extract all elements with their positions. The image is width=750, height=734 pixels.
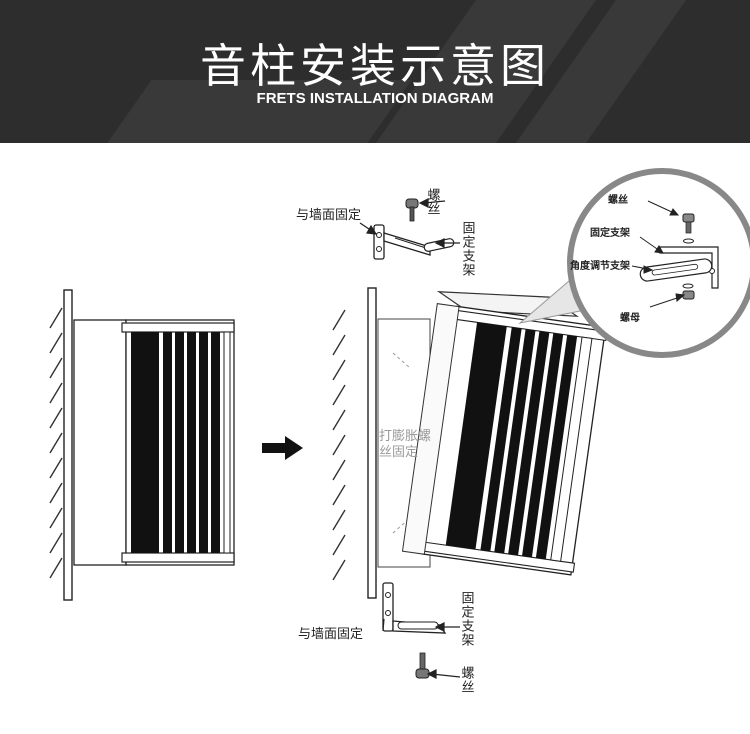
top-label-pointers [359,198,460,248]
right-wall [332,287,377,599]
expansion-screw-label: 打膨胀螺 [379,429,431,444]
bottom-wall-fix-label: 与墙面固定 [298,627,363,642]
expansion-screw-label-2: 丝固定 [379,445,418,460]
header-banner: 音柱安装示意图 FRETS INSTALLATION DIAGRAM [0,0,750,143]
top-screw-label: 螺丝 [425,188,441,216]
page-title: 音柱安装示意图 [200,39,550,93]
inset-angle-bracket-label: 角度调节支架 [570,259,630,272]
installation-diagram: 螺丝 与墙面固定 固定支架 螺丝 固定支架 角度调节支架 螺母 打膨胀螺 丝固定… [0,143,750,730]
diagram-labels: 螺丝 与墙面固定 固定支架 螺丝 固定支架 角度调节支架 螺母 打膨胀螺 丝固定… [296,188,640,694]
left-speaker [73,319,235,566]
bottom-bracket-label: 固定支架 [459,591,475,647]
top-screw-icon [405,198,419,222]
top-bracket-label: 固定支架 [460,221,476,277]
bottom-screw-icon [415,652,430,679]
detail-inset [518,168,750,358]
inset-bracket-label: 固定支架 [590,226,630,239]
right-arrow-icon [262,436,303,460]
left-wall [49,289,73,601]
top-wall-fix-label: 与墙面固定 [296,208,361,223]
bottom-bracket-assembly [382,582,447,679]
inset-nut-label: 螺母 [620,311,640,324]
page-subtitle: FRETS INSTALLATION DIAGRAM [256,90,494,107]
top-bracket-assembly [373,198,455,260]
tilted-speaker [401,291,608,576]
bottom-label-pointers [382,618,461,679]
bottom-screw-label: 螺丝 [459,666,475,694]
inset-screw-label: 螺丝 [608,193,628,206]
